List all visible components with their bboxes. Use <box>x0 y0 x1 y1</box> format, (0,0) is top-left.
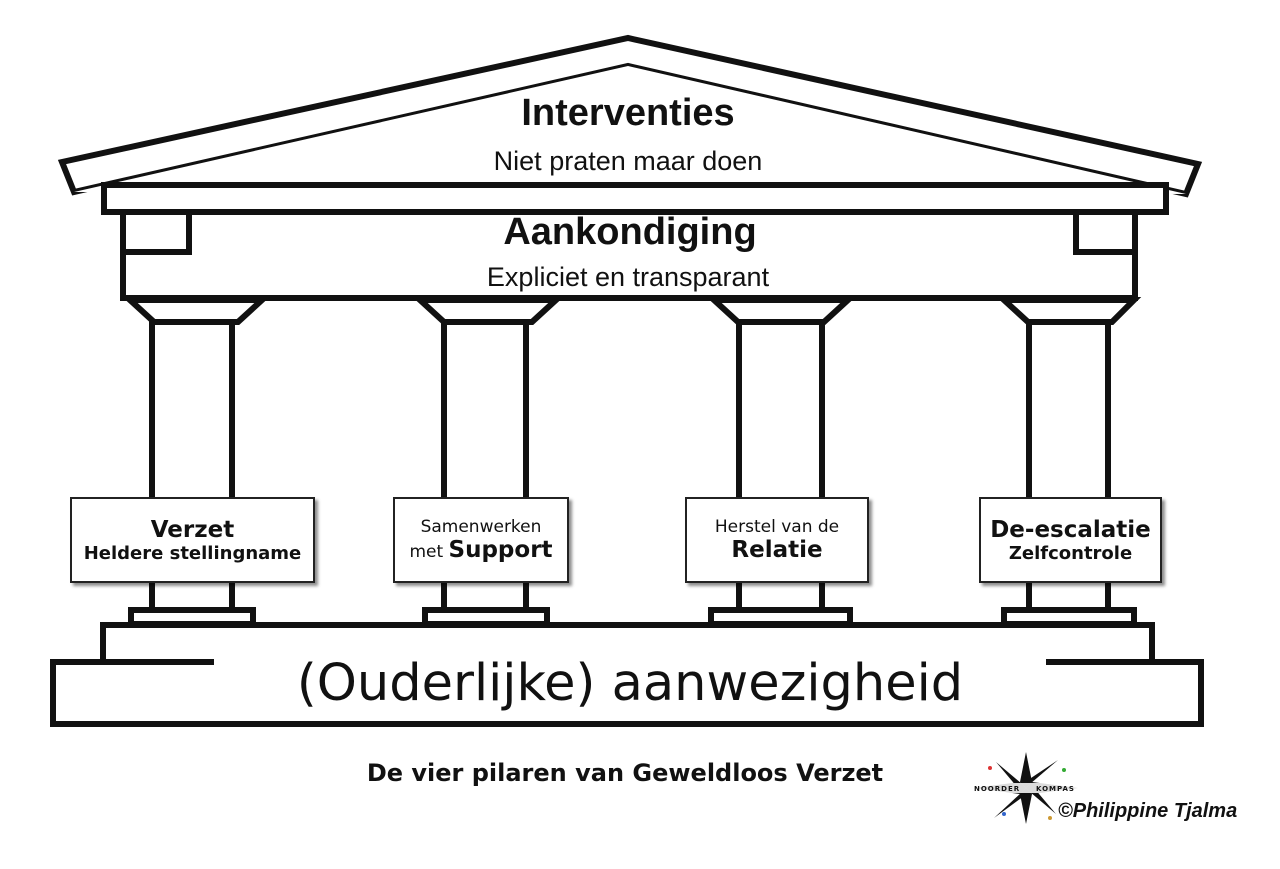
pillar-2-plaque: Samenwerken met Support <box>393 497 569 583</box>
architrave-notch-right <box>1073 209 1138 255</box>
pillar-4-plaque: De-escalatie Zelfcontrole <box>979 497 1162 583</box>
copyright-text: ©Philippine Tjalma <box>1058 800 1238 822</box>
cornice <box>101 182 1169 215</box>
architrave-notch-left <box>120 209 192 255</box>
pillar-1-title: Verzet <box>150 516 235 543</box>
roof-title: Interventies <box>521 92 735 134</box>
pillar-3-line1: Herstel van de <box>714 517 840 537</box>
pillar-3-line2: Relatie <box>731 537 823 563</box>
pillar-1-subtitle: Heldere stellingname <box>83 542 302 564</box>
pillar-2-line2-bold: Support <box>448 537 553 563</box>
pillar-3-plaque: Herstel van de Relatie <box>685 497 869 583</box>
diagram-caption: De vier pilaren van Geweldloos Verzet <box>366 759 884 787</box>
logo-text-right: KOMPAS <box>1036 785 1075 793</box>
pillar-2-line2-prefix: met <box>409 542 449 562</box>
pillar-4-title: De-escalatie <box>990 516 1151 543</box>
foundation-label: (Ouderlijke) aanwezigheid <box>214 650 1046 718</box>
pillar-2-line2: met Support <box>395 537 567 563</box>
pillar-4-subtitle: Zelfcontrole <box>1008 542 1133 564</box>
roof-subtitle: Niet praten maar doen <box>493 146 763 176</box>
compass-star-icon: NOORDER KOMPAS <box>970 752 1082 824</box>
pillar-1-plaque: Verzet Heldere stellingname <box>70 497 315 583</box>
logo-text-left: NOORDER <box>974 785 1020 793</box>
architrave-subtitle: Expliciet en transparant <box>486 262 770 292</box>
architrave-title: Aankondiging <box>503 211 757 253</box>
pillar-2-line1: Samenwerken <box>420 517 542 537</box>
roof-inner <box>74 66 1186 194</box>
